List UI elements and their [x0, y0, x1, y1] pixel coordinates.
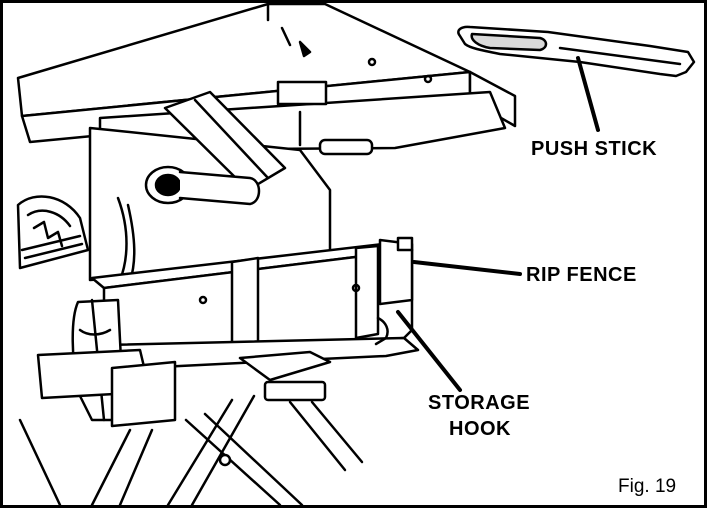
- push-stick-label: PUSH STICK: [531, 138, 658, 160]
- stand-legs: [18, 394, 364, 507]
- adjustment-arm: [144, 80, 374, 206]
- bevel-scale: [16, 195, 90, 270]
- storage-hook-label-line2: HOOK: [449, 418, 511, 440]
- figure-number: Fig. 19: [618, 476, 677, 497]
- rip-fence: [36, 236, 420, 428]
- storage-hook-label-line1: STORAGE: [428, 392, 531, 414]
- rip-fence-label: RIP FENCE: [526, 264, 637, 286]
- callout-leaders: [396, 56, 600, 392]
- push-stick: [457, 25, 696, 78]
- storage-hook: [374, 316, 389, 346]
